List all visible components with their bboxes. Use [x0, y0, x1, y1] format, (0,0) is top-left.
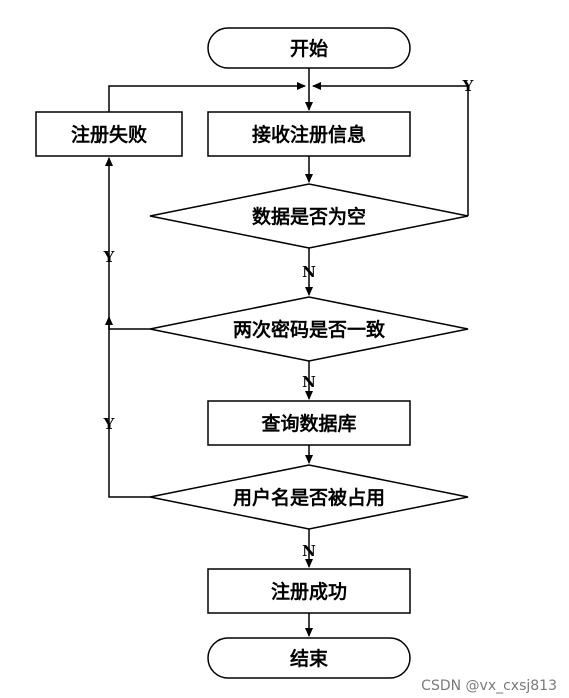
connectors: [105, 68, 469, 637]
edge-fail-to-receive: [108, 82, 306, 112]
end-label: 结束: [290, 647, 329, 670]
query-db-label: 查询数据库: [260, 412, 356, 435]
username-check-decision: 用户名是否被占用: [149, 464, 469, 530]
start-node: 开始: [207, 27, 411, 69]
empty-check-label: 数据是否为空: [252, 205, 366, 228]
password-check-decision: 两次密码是否一致: [149, 296, 469, 362]
password-match-label: N: [302, 373, 316, 391]
empty-check-decision: 数据是否为空: [149, 183, 469, 249]
username-check-label: 用户名是否被占用: [233, 486, 385, 509]
empty-yes-label: Y: [462, 77, 474, 95]
fail-label: 注册失败: [71, 123, 147, 146]
success-node: 注册成功: [207, 568, 411, 614]
username-free-label: N: [302, 542, 316, 560]
receive-info-node: 接收注册信息: [207, 111, 411, 157]
username-taken-label: Y: [103, 415, 115, 433]
fail-node: 注册失败: [35, 111, 183, 157]
edge-password-mismatch-to-fail: [105, 157, 150, 330]
watermark: CSDN @vx_cxsj813: [421, 678, 557, 694]
success-label: 注册成功: [271, 580, 347, 603]
edge-empty-yes-loop: [312, 82, 469, 216]
empty-no-label: N: [302, 263, 316, 281]
start-label: 开始: [290, 37, 328, 60]
end-node: 结束: [207, 637, 411, 679]
password-mismatch-label: Y: [103, 248, 115, 266]
query-db-node: 查询数据库: [207, 400, 411, 446]
password-check-label: 两次密码是否一致: [233, 318, 386, 341]
receive-info-label: 接收注册信息: [252, 123, 366, 146]
edge-username-taken-to-fail: [105, 316, 150, 498]
